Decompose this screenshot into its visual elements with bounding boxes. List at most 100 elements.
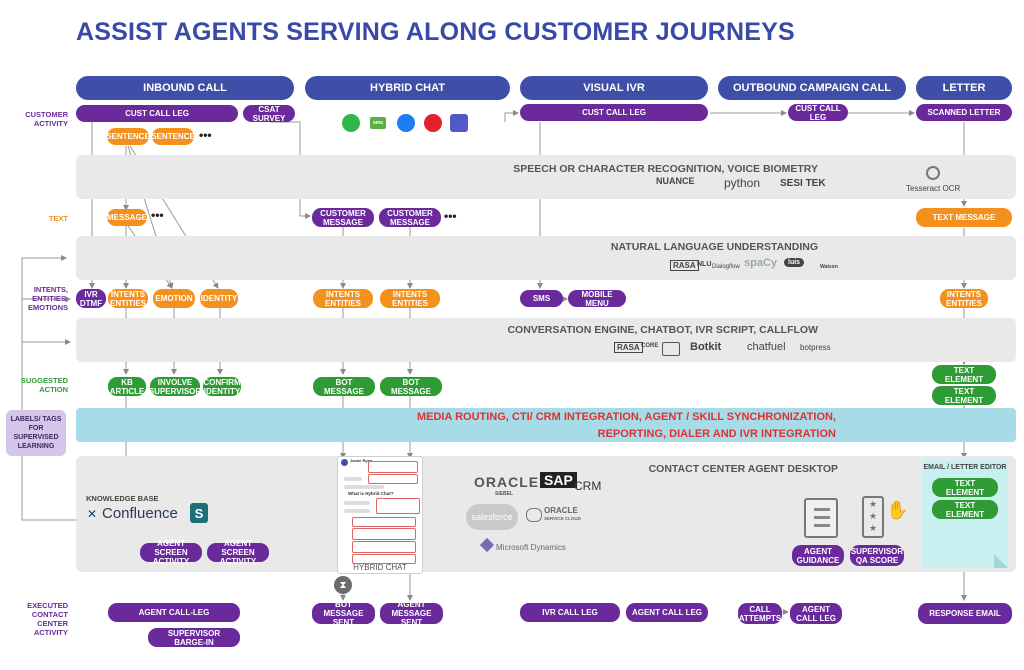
nlu-text: NLU xyxy=(697,261,712,268)
bot-message-2: BOT MESSAGE xyxy=(380,377,442,396)
confluence-logo: Confluence xyxy=(102,505,178,522)
star-rating-icon: ★★★ xyxy=(862,496,884,538)
lane-outbound-campaign-call: OUTBOUND CAMPAIGN CALL xyxy=(718,76,906,100)
oracle-service-logo: ORACLE xyxy=(544,506,578,515)
kb-article: KB ARTICLE xyxy=(108,377,146,396)
service-cloud-text: SERVICE CLOUD xyxy=(544,516,581,521)
customer-message-2: CUSTOMER MESSAGE xyxy=(379,208,441,227)
sentence-2: SENTENCE xyxy=(151,128,195,145)
bot-message-sent: BOT MESSAGE SENT xyxy=(312,600,375,627)
editor-title: EMAIL / LETTER EDITOR xyxy=(923,464,1007,471)
cust-call-leg-outbound: CUST CALL LEG xyxy=(788,104,848,122)
chatbot-icon xyxy=(662,342,680,356)
lane-hybrid-chat: HYBRID CHAT xyxy=(305,76,510,100)
lane-visual-ivr: VISUAL IVR xyxy=(520,76,708,100)
band-media-routing: MEDIA ROUTING, CTI/ CRM INTEGRATION, AGE… xyxy=(76,408,1016,442)
email-letter-editor: EMAIL / LETTER EDITOR TEXT ELEMENT TEXT … xyxy=(922,460,1008,568)
chat-line xyxy=(344,485,384,489)
sestek-logo: SESI TEK xyxy=(780,178,826,189)
intents-entities-2: INTENTS ENTITIES xyxy=(313,289,373,308)
sms-icon: sms xyxy=(370,117,386,129)
scanned-letter: SCANNED LETTER xyxy=(916,104,1012,121)
band-nlu: NATURAL LANGUAGE UNDERSTANDING xyxy=(76,236,1016,280)
media-routing-text: MEDIA ROUTING, CTI/ CRM INTEGRATION, AGE… xyxy=(417,409,836,443)
confluence-icon: ✕ xyxy=(87,507,98,521)
chat-line xyxy=(344,509,370,513)
checklist-line xyxy=(814,516,830,519)
more-dots: ••• xyxy=(151,208,164,222)
labels-tags-box: LABELS/ TAGS FOR SUPERVISED LEARNING xyxy=(6,410,66,456)
editor-text-element-2: TEXT ELEMENT xyxy=(932,500,998,519)
chat-bubble xyxy=(352,528,416,540)
customer-message-1: CUSTOMER MESSAGE xyxy=(312,208,374,227)
agent-screen-activity-2: AGENT SCREEN ACTIVITY xyxy=(207,539,269,566)
checklist-line xyxy=(814,508,830,511)
agent-call-leg-3: AGENT CALL LEG xyxy=(790,603,842,624)
lane-letter: LETTER xyxy=(916,76,1012,100)
row-label-text: TEXT xyxy=(48,214,68,223)
bot-message-1: BOT MESSAGE xyxy=(313,377,375,396)
text-message: TEXT MESSAGE xyxy=(916,208,1012,227)
band-desktop-title: CONTACT CENTER AGENT DESKTOP xyxy=(648,463,838,475)
row-label-customer-activity: CUSTOMER ACTIVITY xyxy=(25,110,68,128)
tesseract-icon xyxy=(926,166,940,180)
sap-logo: SAP xyxy=(540,472,577,488)
hybrid-chat-phone: Jamie Ryan What is Hybrid Chat? HYBRID C… xyxy=(337,456,423,574)
text-element-1: TEXT ELEMENT xyxy=(932,365,996,384)
agent-message-sent: AGENT MESSAGE SENT xyxy=(380,600,443,627)
twilio-icon xyxy=(424,114,442,132)
row-label-suggested-action: SUGGESTED ACTION xyxy=(20,376,68,394)
sharepoint-icon: S xyxy=(190,503,208,523)
response-email: RESPONSE EMAIL xyxy=(918,603,1012,624)
lane-inbound-call: INBOUND CALL xyxy=(76,76,294,100)
rasa-nlu-logo: RASA xyxy=(670,260,699,271)
agent-call-leg-1: AGENT CALL-LEG xyxy=(108,603,240,622)
hybrid-chat-caption: HYBRID CHAT xyxy=(353,563,407,572)
page-fold xyxy=(994,554,1008,568)
chat-bubble xyxy=(352,541,416,553)
mobile-menu: MOBILE MENU xyxy=(568,290,626,308)
sms: SMS xyxy=(520,290,563,307)
botkit-logo: Botkit xyxy=(690,341,722,353)
watson-logo: Watson xyxy=(820,264,838,270)
teams-icon xyxy=(450,114,468,132)
call-attempts: CALL ATTEMPTS xyxy=(738,603,782,624)
knowledge-base-label: KNOWLEDGE BASE xyxy=(86,494,159,503)
message: MESSAGE xyxy=(107,209,147,226)
phone-question: What is Hybrid Chat? xyxy=(348,491,394,496)
chat-bubble xyxy=(352,517,416,527)
whatsapp-icon xyxy=(342,114,360,132)
crm-text: CRM xyxy=(574,479,602,493)
microsoft-dynamics-logo: Microsoft Dynamics xyxy=(496,543,566,552)
intents-entities-4: INTENTS ENTITIES xyxy=(940,289,988,308)
luis-logo: luis xyxy=(784,258,805,267)
botpress-logo: botpress xyxy=(800,343,831,352)
cust-call-leg-inbound: CUST CALL LEG xyxy=(76,105,238,122)
rasa-core-logo: RASA xyxy=(614,342,643,353)
siebel-text: SIEBEL xyxy=(495,491,514,497)
more-dots: ••• xyxy=(444,209,457,223)
thumbs-up-icon: ✋ xyxy=(886,500,909,520)
text-element-2: TEXT ELEMENT xyxy=(932,386,996,405)
avatar xyxy=(341,459,348,466)
chat-bubble xyxy=(368,474,418,484)
intents-entities-3: INTENTS ENTITIES xyxy=(380,289,440,308)
identity: IDENTITY xyxy=(200,289,238,308)
chat-bubble xyxy=(368,461,418,473)
phone-header: Jamie Ryan xyxy=(350,458,373,463)
chat-line xyxy=(344,477,362,481)
sentence-1: SENTENCE xyxy=(106,128,150,145)
page-title: ASSIST AGENTS SERVING ALONG CUSTOMER JOU… xyxy=(76,18,795,46)
hourglass-icon: ⧗ xyxy=(334,576,352,594)
confirm-identity: CONFIRM IDENTITY xyxy=(203,377,241,396)
band-speech-recognition: SPEECH OR CHARACTER RECOGNITION, VOICE B… xyxy=(76,155,1016,199)
media-line-2: REPORTING, DIALER AND IVR INTEGRATION xyxy=(597,428,836,440)
core-text: CORE xyxy=(641,343,659,349)
chat-bubble xyxy=(352,554,416,564)
agent-call-leg-2: AGENT CALL LEG xyxy=(626,603,708,622)
chat-bubble xyxy=(376,498,420,514)
row-label-executed: EXECUTED CONTACT CENTER ACTIVITY xyxy=(27,601,68,637)
editor-text-element-1: TEXT ELEMENT xyxy=(932,478,998,497)
salesforce-logo: salesforce xyxy=(466,504,518,530)
agent-guidance: AGENT GUIDANCE xyxy=(792,545,844,566)
